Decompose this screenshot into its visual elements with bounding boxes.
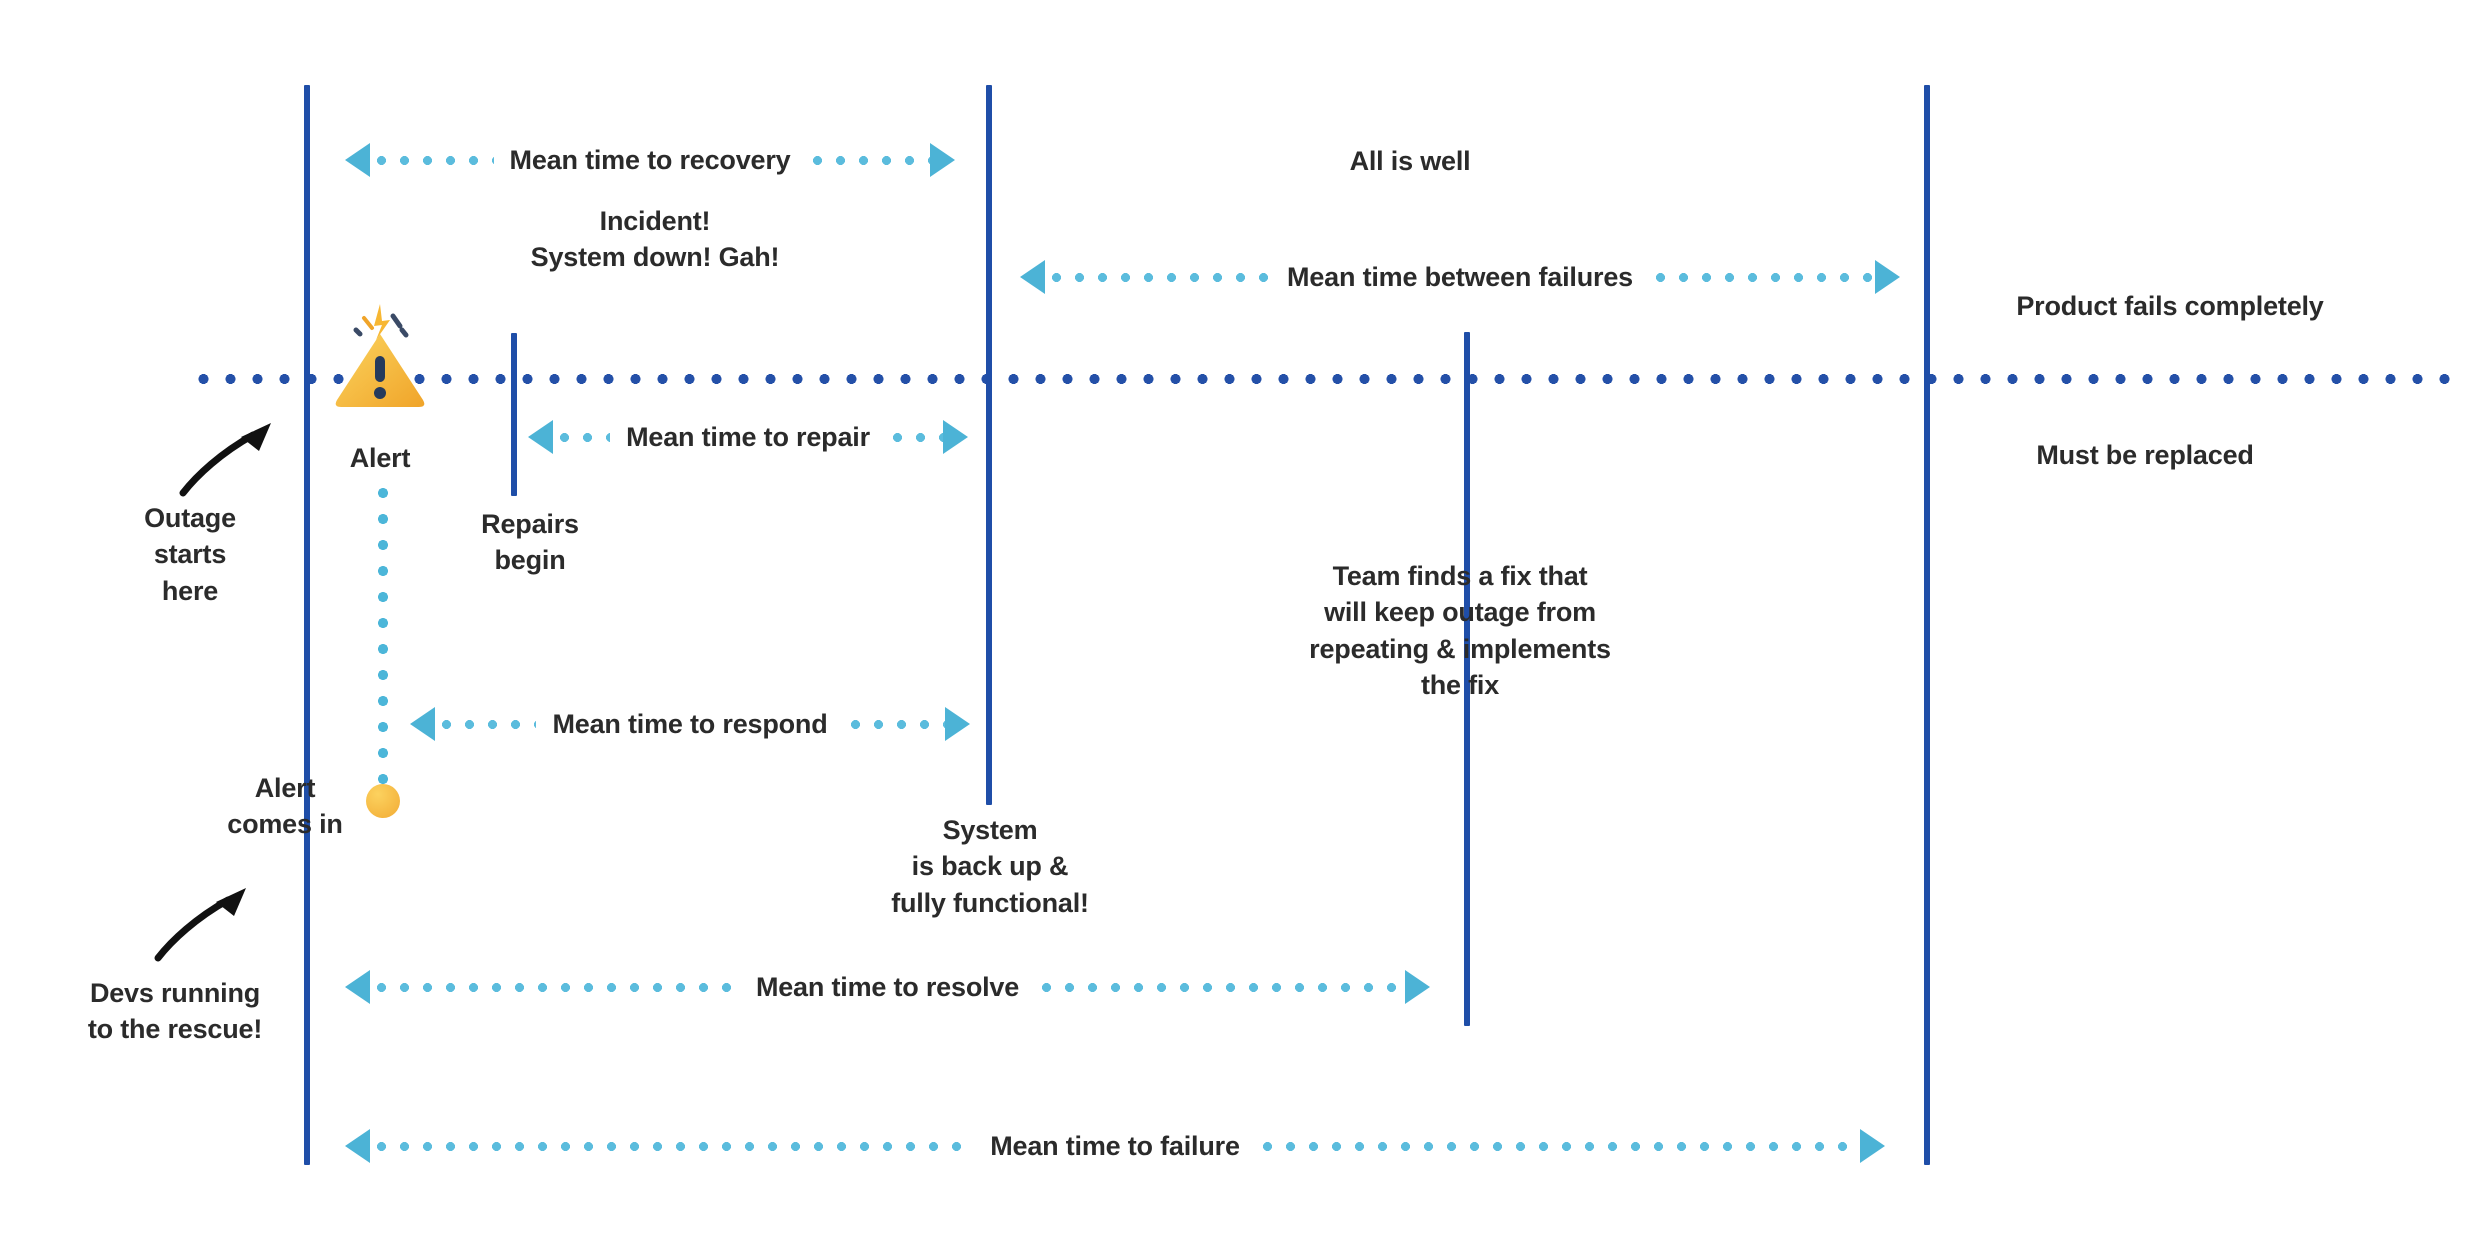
measure-dots [370,982,740,992]
event-line-system-back-up [986,85,992,805]
event-line-outage-start [304,85,310,1165]
arrow-left-icon [345,1129,370,1163]
arrow-left-icon [528,420,553,454]
measure-dots [1648,272,1875,282]
measure-dots [370,1141,975,1151]
alert-triangle-icon [330,300,430,410]
measure-mean-time-to-failure: Mean time to failure [345,1124,1885,1168]
measure-label: Mean time to failure [990,1130,1240,1161]
arrow-left-icon [1020,260,1045,294]
must-be-replaced-label: Must be replaced [2036,440,2254,470]
measure-label: Mean time to respond [552,708,828,739]
arrow-right-icon [945,707,970,741]
measure-dots [370,155,494,165]
event-line-product-fails [1924,85,1930,1165]
timeline-axis [190,374,2466,384]
all-is-well-label: All is well [1349,146,1471,176]
measure-label: Mean time to resolve [755,971,1020,1002]
measure-dots [435,719,537,729]
repairs-begin-label: Repairs begin [481,509,579,576]
measure-dots [843,719,945,729]
measure-mean-time-to-resolve: Mean time to resolve [345,965,1430,1009]
system-back-up-label: System is back up & fully functional! [891,815,1089,918]
measure-dots [885,432,944,442]
measure-mean-time-between-failures: Mean time between failures [1020,255,1900,299]
arrow-right-icon [1860,1129,1885,1163]
arrow-left-icon [410,707,435,741]
measure-label: Mean time to repair [626,421,870,452]
measure-label: Mean time to recovery [509,144,791,175]
arrow-left-icon [345,143,370,177]
arrow-right-icon [930,143,956,177]
measure-dots [1035,982,1405,992]
measure-mean-time-to-respond: Mean time to respond [410,702,970,746]
devs-running-label: Devs running to the rescue! [87,978,263,1045]
measure-dots [553,432,611,442]
curved-arrow-icon-devs [150,880,260,965]
arrow-right-icon [1875,260,1900,294]
curved-arrow-icon-outage [175,415,285,500]
alert-label: Alert [349,443,411,473]
event-line-repairs-begin [511,333,517,496]
measure-mean-time-to-repair: Mean time to repair [528,415,969,459]
alert-connector-dots [378,480,388,800]
measure-dots [806,155,931,165]
arrow-right-icon [1405,970,1430,1004]
measure-mean-time-to-recovery: Mean time to recovery [345,138,956,182]
measure-label: Mean time between failures [1287,261,1633,292]
team-finds-fix-label: Team finds a fix that will keep outage f… [1309,561,1611,701]
alert-comes-in-label: Alert comes in [227,773,343,840]
event-line-fix-implemented [1464,332,1470,1026]
product-fails-label: Product fails completely [2016,291,2324,321]
measure-dots [1045,272,1272,282]
arrow-right-icon [943,420,969,454]
alert-dot-icon [366,784,400,818]
arrow-left-icon [345,970,370,1004]
incident-label: Incident! System down! Gah! [530,206,780,273]
outage-starts-here-label: Outage starts here [144,503,236,606]
measure-dots [1255,1141,1860,1151]
